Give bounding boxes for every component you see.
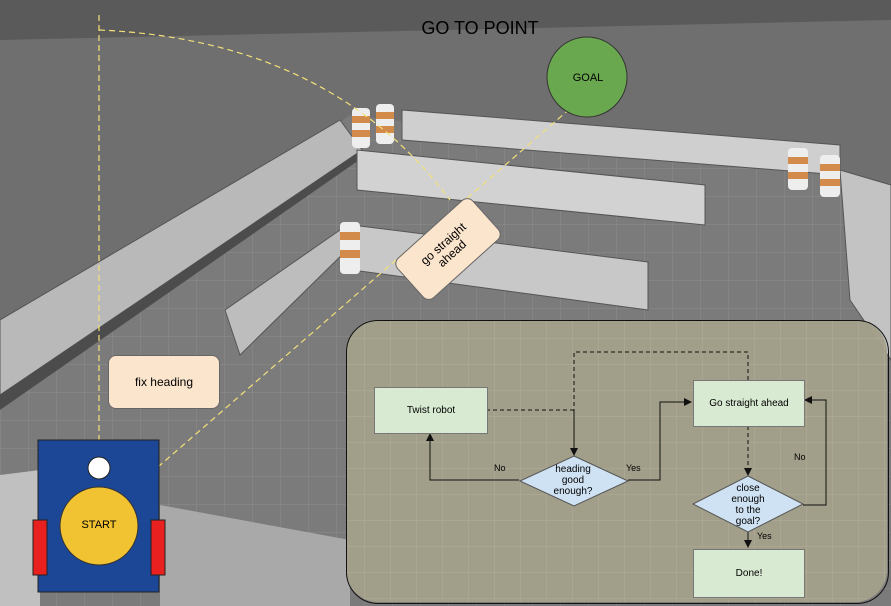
- edge-label-heading-no: No: [494, 463, 506, 473]
- caster-wheel: [87, 456, 111, 480]
- start-marker: [59, 486, 139, 566]
- decision-close: [691, 475, 805, 533]
- decision-heading: [518, 455, 630, 507]
- sky-dark: [0, 0, 891, 40]
- goal-label: GOAL: [572, 72, 604, 84]
- edge-label-close-yes: Yes: [757, 531, 772, 541]
- decision-close-text: close enough to the goal?: [731, 483, 765, 527]
- fix-heading-text: fix heading: [134, 375, 194, 389]
- node-go-straight: Go straight ahead: [693, 380, 805, 427]
- page-title: GO TO POINT: [421, 18, 539, 38]
- start-label: START: [81, 519, 117, 531]
- decision-heading-text: heading good enough?: [553, 464, 593, 497]
- edge-label-heading-yes: Yes: [626, 463, 641, 473]
- path-guides: [98, 15, 581, 501]
- fix-heading-note: fix heading: [108, 355, 220, 409]
- flowchart-panel: [346, 320, 889, 604]
- edge-label-close-no: No: [794, 452, 806, 462]
- left-wheel: [32, 519, 48, 576]
- node-done-text: Done!: [735, 568, 763, 579]
- goal-marker: [546, 36, 628, 118]
- robot: [32, 439, 166, 593]
- flowchart-connectors: [426, 351, 827, 548]
- node-done: Done!: [693, 549, 805, 598]
- barrier-walls: [0, 109, 891, 606]
- right-wheel: [150, 519, 166, 576]
- node-twist-robot-text: Twist robot: [406, 405, 456, 416]
- traffic-barrels: [340, 104, 840, 274]
- node-twist-robot: Twist robot: [374, 387, 488, 434]
- node-go-straight-text: Go straight ahead: [709, 398, 789, 409]
